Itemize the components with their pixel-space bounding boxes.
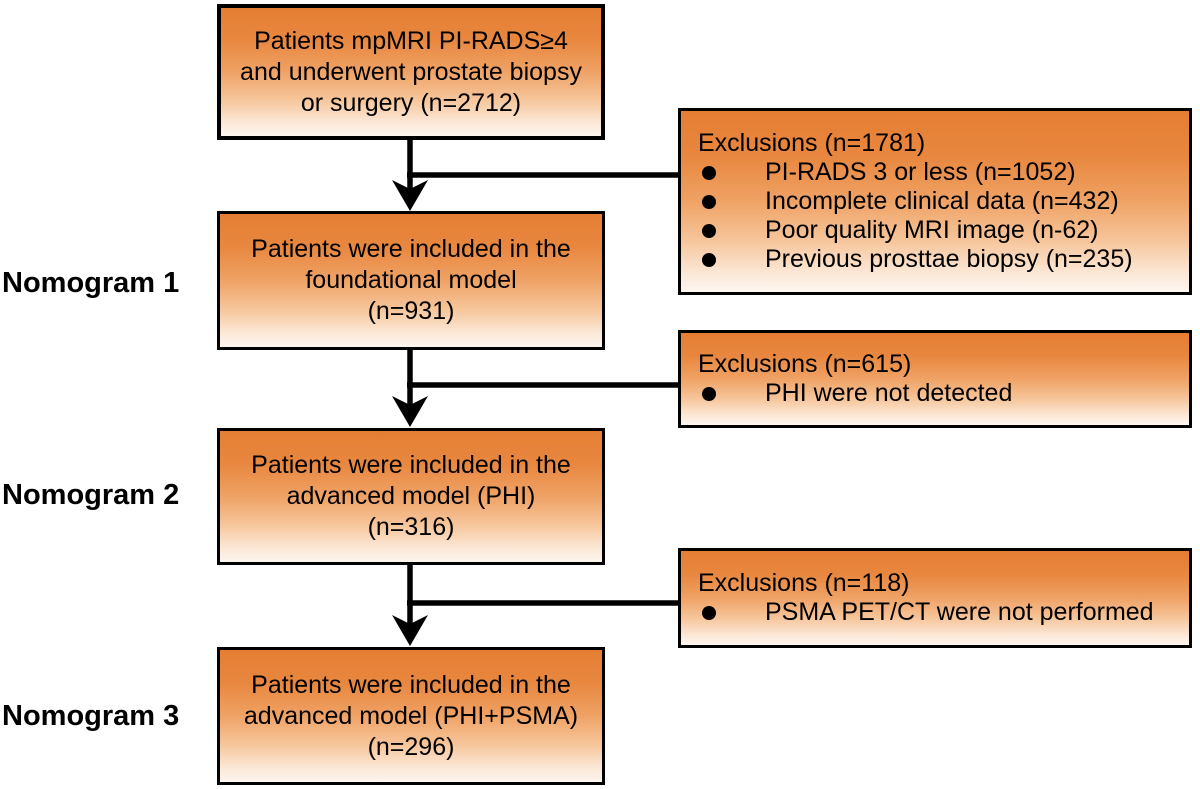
nomogram-2-box-line: (n=316): [367, 513, 455, 541]
nomogram-3-box: Patients were included in the advanced m…: [217, 647, 605, 785]
exclusion-item: Previous prosttae biopsy (n=235): [702, 245, 1189, 274]
nomogram-2-label: Nomogram 2: [2, 479, 180, 511]
bullet-icon: [702, 386, 716, 401]
exclusion-item-text: Previous prosttae biopsy (n=235): [765, 245, 1133, 273]
cohort-box-line: and underwent prostate biopsy: [240, 57, 582, 86]
arrowhead-down-icon: [392, 180, 428, 211]
nomogram-1-box-line: foundational model: [305, 266, 517, 294]
exclusion-item: PSMA PET/CT were not performed: [702, 598, 1189, 627]
cohort-box-line: Patients mpMRI PI-RADS≥4: [254, 26, 568, 55]
cohort-box-line: or surgery (n=2712): [300, 88, 522, 117]
exclusion-item-text: Poor quality MRI image (n-62): [765, 216, 1099, 244]
nomogram-3-box-line: Patients were included in the: [251, 670, 571, 699]
bullet-icon: [702, 605, 716, 620]
exclusion-item-text: PI-RADS 3 or less (n=1052): [765, 158, 1076, 186]
exclusions-box-2: Exclusions (n=615) PHI were not detected: [678, 330, 1192, 428]
exclusions-box-3: Exclusions (n=118) PSMA PET/CT were not …: [678, 548, 1192, 648]
arrowhead-down-icon: [392, 396, 428, 427]
bullet-icon: [702, 223, 716, 238]
exclusion-item-text: PSMA PET/CT were not performed: [765, 598, 1154, 626]
exclusions-title: Exclusions (n=118): [698, 569, 910, 597]
nomogram-3-box-line: advanced model (PHI+PSMA): [243, 701, 579, 730]
nomogram-1-box-line: (n=931): [367, 297, 455, 325]
nomogram-3-box-line: (n=296): [367, 732, 455, 761]
bullet-icon: [702, 252, 716, 267]
nomogram-1-label: Nomogram 1: [2, 267, 180, 299]
exclusion-item: PHI were not detected: [702, 379, 1189, 408]
bullet-icon: [702, 194, 716, 209]
nomogram-2-box-line: Patients were included in the: [251, 451, 571, 479]
exclusions-box-1: Exclusions (n=1781) PI-RADS 3 or less (n…: [678, 108, 1192, 295]
nomogram-1-box: Patients were included in the foundation…: [217, 211, 605, 350]
cohort-box: Patients mpMRI PI-RADS≥4 and underwent p…: [217, 4, 605, 140]
exclusion-item: Poor quality MRI image (n-62): [702, 216, 1189, 245]
exclusion-item-text: PHI were not detected: [765, 379, 1013, 407]
exclusion-item-text: Incomplete clinical data (n=432): [765, 187, 1119, 215]
nomogram-3-label: Nomogram 3: [2, 700, 180, 732]
exclusions-title: Exclusions (n=615): [698, 350, 912, 378]
arrowhead-down-icon: [392, 615, 428, 646]
nomogram-2-box: Patients were included in the advanced m…: [217, 428, 605, 565]
exclusions-title: Exclusions (n=1781): [698, 129, 926, 157]
exclusion-item: Incomplete clinical data (n=432): [702, 187, 1189, 216]
exclusion-item: PI-RADS 3 or less (n=1052): [702, 158, 1189, 187]
nomogram-1-box-line: Patients were included in the: [251, 235, 571, 263]
bullet-icon: [702, 165, 716, 180]
nomogram-2-box-line: advanced model (PHI): [286, 482, 536, 510]
